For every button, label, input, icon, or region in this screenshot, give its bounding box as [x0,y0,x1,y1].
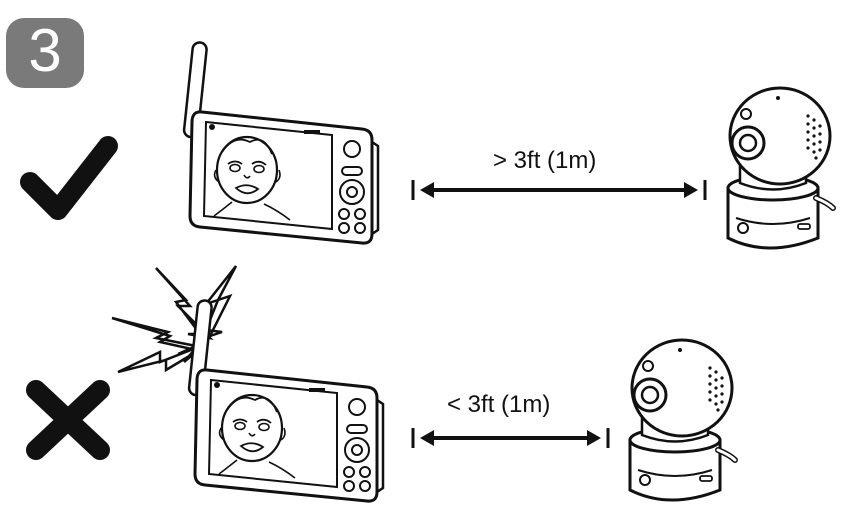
cross-icon [26,380,110,460]
distance-label-ok: > 3ft (1m) [493,147,597,174]
parent-unit-ok [181,40,380,245]
lightning-bolts-icon [111,265,238,374]
step-badge [6,18,84,88]
distance-label-bad: < 3ft (1m) [447,391,551,418]
camera-unit-bad [630,340,735,500]
camera-unit-ok [728,88,833,248]
parent-unit-bad [186,298,385,503]
distance-arrow-bad [411,428,610,448]
distance-arrow-ok [411,180,707,200]
checkmark-icon [20,136,118,220]
step-number: 3 [28,17,62,84]
